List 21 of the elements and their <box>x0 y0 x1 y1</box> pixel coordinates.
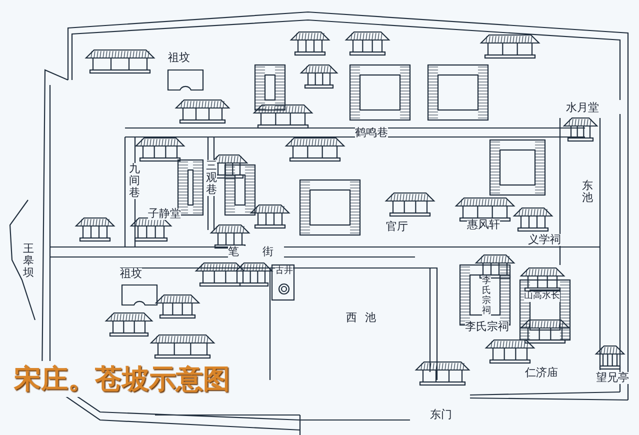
place-label: 祖坟 <box>168 52 190 64</box>
place-label: 东池 <box>582 180 593 204</box>
place-label: 古井 <box>275 267 293 277</box>
place-label: 鹤鸣巷 <box>355 127 388 140</box>
place-label: 子静堂 <box>148 208 181 220</box>
place-label: 三观巷 <box>206 160 217 196</box>
place-label: 惠风轩 <box>467 219 500 232</box>
place-label: 李氏宗祠 <box>465 321 509 334</box>
place-label: 仁济庙 <box>525 367 558 380</box>
place-label: 水月堂 <box>566 102 599 114</box>
place-label: 望兄亭 <box>596 372 629 384</box>
place-label: 山高水长 <box>524 292 560 302</box>
place-label: 李氏宗祠 <box>482 277 491 317</box>
place-label: 九间巷 <box>129 163 140 200</box>
place-label: 官厅 <box>386 221 408 234</box>
place-label: 义学祠 <box>528 234 561 246</box>
map-title: 宋庄。苍坡示意图 <box>14 361 230 397</box>
place-label: 王皋坝 <box>23 243 34 280</box>
place-label: 东门 <box>430 409 452 422</box>
street-label: 笔 街 <box>228 246 284 258</box>
place-label: 祖坟 <box>120 268 142 280</box>
